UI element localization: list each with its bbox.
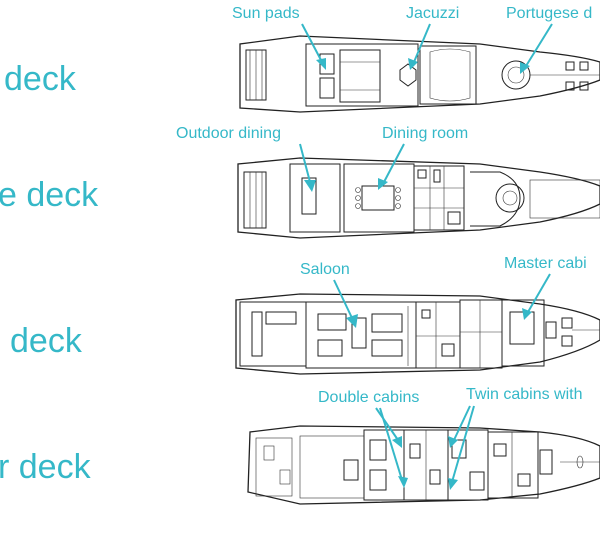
deck-name-lower: r deck [0,448,91,486]
label-outdoor-dining: Outdoor dining [176,125,281,142]
deck-name-main: deck [10,322,82,360]
sun-deck-plan [239,23,600,113]
bridge-deck-plan [237,143,600,239]
deck-name-bridge: e deck [0,176,99,214]
label-portugese-deck: Portugese d [506,5,593,22]
label-saloon: Saloon [300,261,350,278]
label-double-cabins: Double cabins [318,389,420,406]
label-twin-cabins: Twin cabins with [466,386,583,403]
label-master-cabin: Master cabi [504,255,587,272]
lower-deck-plan [247,405,600,505]
label-jacuzzi: Jacuzzi [406,5,460,22]
label-dining-room: Dining room [382,125,469,142]
main-deck-plan [235,273,600,375]
label-sun-pads: Sun pads [232,5,300,22]
deck-name-sun: deck [4,60,76,98]
